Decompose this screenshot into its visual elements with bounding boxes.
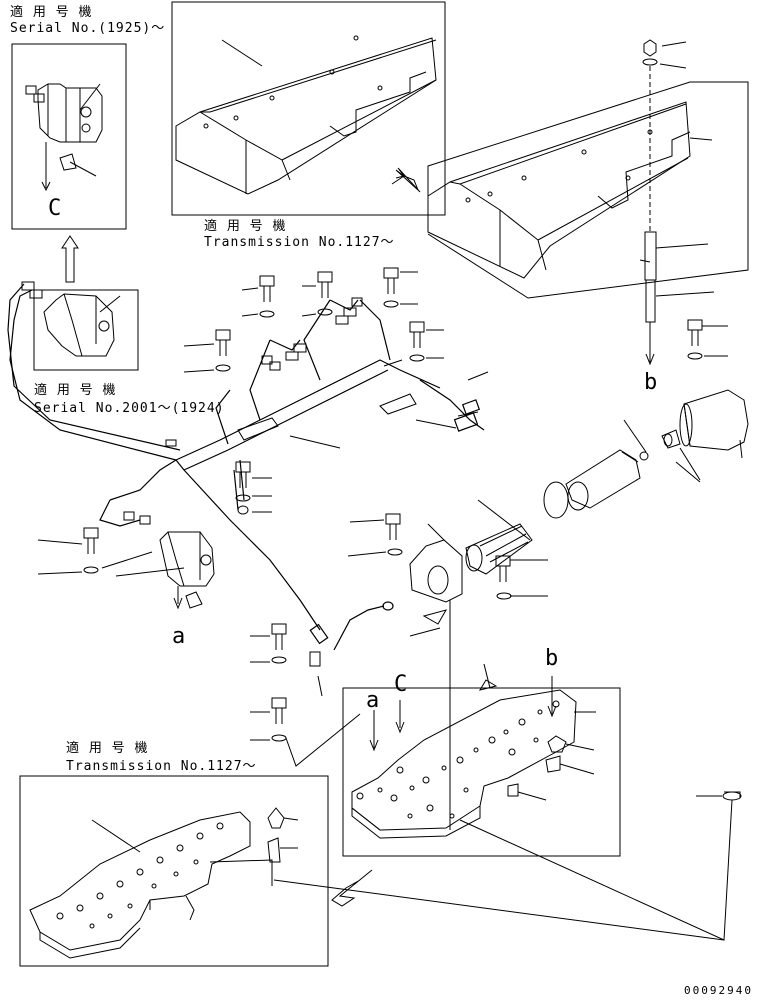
inset-box-top-center (171, 1, 446, 216)
inset-top-center-trans: Transmission No.1127～ (204, 235, 395, 250)
arrow-to-cover (391, 169, 419, 191)
filter-element (543, 419, 649, 519)
stud-assembly (642, 39, 715, 366)
strainer (465, 499, 533, 575)
cover-inset (175, 35, 437, 195)
inset-box-top-left (11, 43, 127, 230)
inset-mid-left-jp: 適 用 号 機 (34, 383, 117, 398)
marker-b-right: b (644, 370, 658, 395)
inset-top-center-jp: 適 用 号 機 (204, 219, 287, 234)
drawing-code: 00092940 (684, 984, 753, 997)
bolts-harness (37, 267, 548, 767)
inset-box-bottom-left (19, 775, 329, 967)
inset-top-left-jp: 適 用 号 機 (10, 5, 93, 20)
valve-plate-main (351, 663, 596, 839)
valve-plate-inset (29, 807, 299, 959)
valve-inset-top-left (25, 83, 103, 192)
marker-a-bottom: a (172, 624, 186, 649)
connectors (21, 281, 363, 525)
inset-bottom-left-trans: Transmission No.1127～ (66, 759, 257, 774)
wiring-harness (7, 283, 485, 651)
marker-b-plate: b (545, 646, 559, 671)
arrow-to-lower-inset (331, 869, 373, 907)
filter-case (661, 389, 749, 483)
bolts-right (687, 319, 728, 360)
valve-a (101, 531, 215, 610)
main-cover (427, 81, 749, 299)
valve-inset-mid-left (43, 293, 121, 357)
marker-c-plate: C (394, 672, 408, 697)
inset-top-left-serial: Serial No.(1925)～ (10, 21, 166, 36)
marker-a-plate: a (366, 688, 380, 713)
inset-mid-left-serial: Serial No.2001～(1924) (34, 401, 225, 416)
filter-housing (409, 523, 463, 830)
marker-c-inset: C (48, 196, 62, 221)
harness-clamps (237, 359, 417, 441)
inset-bottom-left-jp: 適 用 号 機 (66, 741, 149, 756)
inset-box-mid-left (33, 289, 139, 371)
leader-lines (289, 259, 651, 637)
plug-right (273, 791, 742, 941)
up-arrow (61, 235, 79, 283)
